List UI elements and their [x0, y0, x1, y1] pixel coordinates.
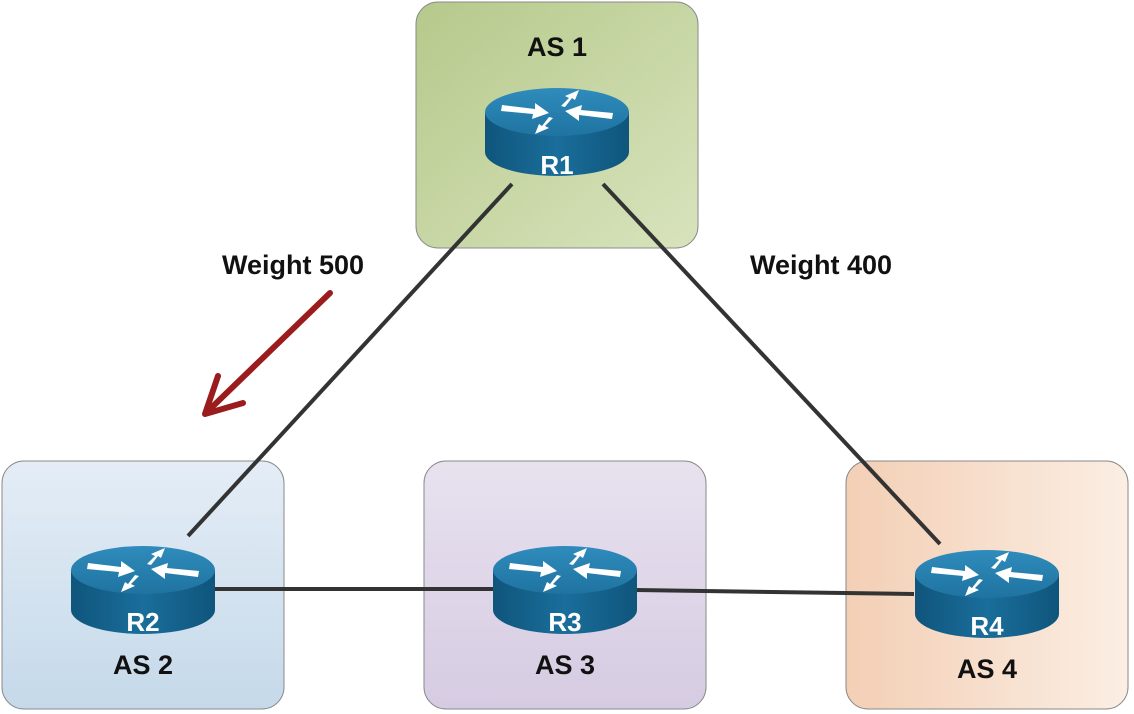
preferred-path-arrow-icon [202, 290, 333, 417]
router-r2-label: R2 [126, 607, 160, 637]
as3-label: AS 3 [534, 650, 596, 680]
router-r3-label: R3 [548, 607, 582, 637]
as2-label: AS 2 [112, 650, 174, 680]
link-r3-r4 [635, 588, 915, 596]
link-r1-r2 [186, 182, 514, 538]
link-r1-r4-weight-label: Weight 400 [749, 250, 893, 280]
as4-label: AS 4 [956, 654, 1018, 684]
link-r1-r4 [601, 182, 942, 546]
link-r1-r2-weight-label: Weight 500 [221, 250, 365, 280]
as1-label: AS 1 [526, 32, 588, 62]
router-r4-label: R4 [970, 611, 1004, 641]
router-r1-label: R1 [540, 150, 574, 180]
